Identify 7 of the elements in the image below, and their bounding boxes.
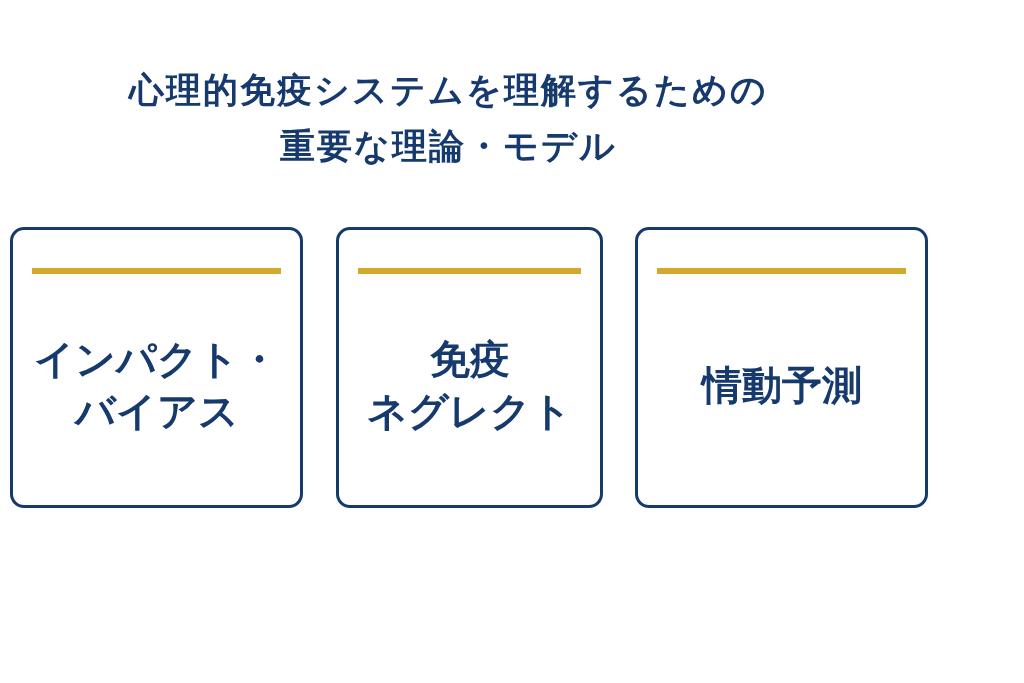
card xyxy=(10,227,303,508)
card-title: インパクト・バイアス xyxy=(33,335,280,436)
title: 心理的免疫システムを理解するための重要な理論・モデル xyxy=(127,69,769,168)
card xyxy=(336,227,603,508)
card xyxy=(635,227,928,508)
card-title: 情動予測 xyxy=(699,361,863,410)
card-title: 免疫ネグレクト xyxy=(366,335,573,436)
